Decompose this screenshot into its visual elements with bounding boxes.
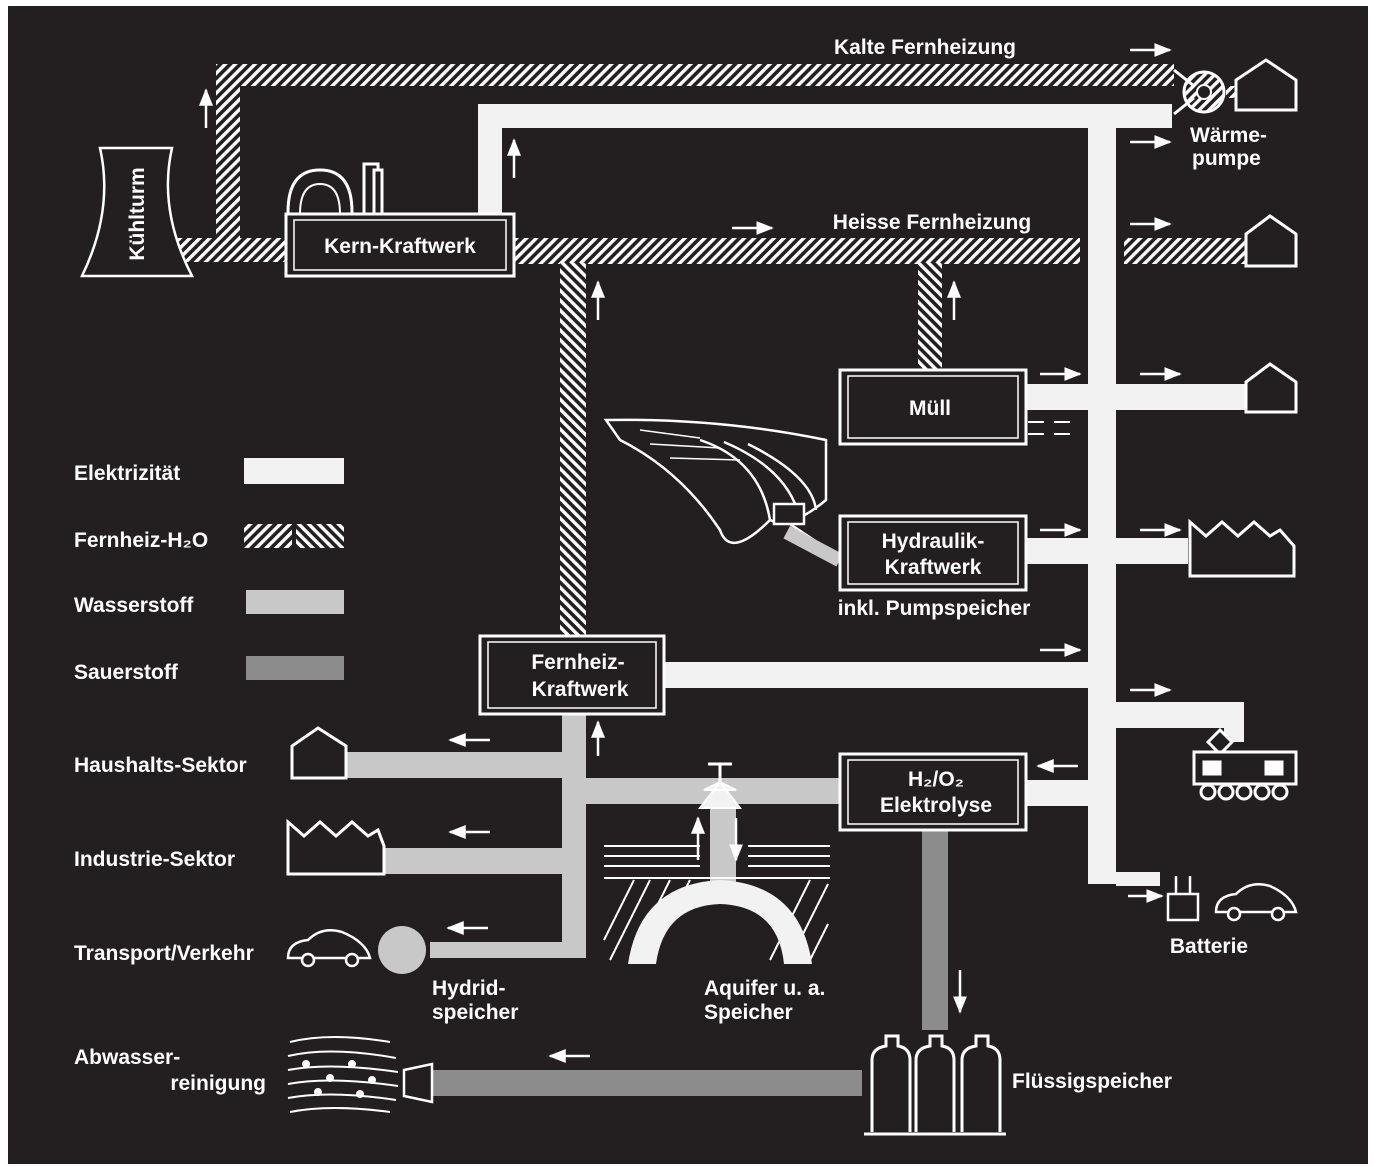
car-icon xyxy=(286,929,372,968)
cooling-tower-icon xyxy=(80,146,195,278)
waermepumpe-label-1: Wärme- xyxy=(1190,124,1267,147)
dark-panel xyxy=(8,6,1368,1164)
waermepumpe-label-2: pumpe xyxy=(1192,147,1261,170)
legend-swatch-wasserstoff xyxy=(246,590,344,614)
legend-label-fernheiz: Fernheiz-H₂O xyxy=(74,529,208,552)
legend-swatch-fernheiz xyxy=(244,524,292,548)
kern-kraftwerk-label: Kern-Kraftwerk xyxy=(324,235,476,258)
oxygen-lines xyxy=(432,826,948,1096)
hydraulik-label-2: Kraftwerk xyxy=(885,556,982,579)
house-icon xyxy=(1244,214,1298,268)
locomotive-icon xyxy=(1192,727,1298,801)
transport-label: Transport/Verkehr xyxy=(74,942,254,965)
legend-label-wasserstoff: Wasserstoff xyxy=(74,594,194,617)
aquifer-icon xyxy=(603,762,830,964)
fernheiz-pipes xyxy=(176,64,1248,636)
muell-box xyxy=(838,368,1028,446)
heisse-fernheizung-label: Heisse Fernheizung xyxy=(833,211,1031,234)
kern-kraftwerk-box xyxy=(284,212,516,278)
aquifer-label-2: Speicher xyxy=(704,1001,793,1024)
fernheiz-kraftwerk-box xyxy=(478,634,666,716)
abwasser-label-2: reinigung xyxy=(170,1072,266,1095)
electricity-lines xyxy=(478,104,1246,886)
legend-swatch-elektrizitaet xyxy=(244,458,344,484)
house-icon xyxy=(1234,58,1298,112)
hydraulik-note: inkl. Pumpspeicher xyxy=(838,597,1031,620)
heisse-fernheizung-pipe xyxy=(515,238,1080,264)
hydride-sphere-icon xyxy=(378,926,426,974)
elektrolyse-label-1: H₂/O₂ xyxy=(908,768,964,791)
elektrolyse-label-2: Elektrolyse xyxy=(880,794,992,817)
dam-icon xyxy=(603,418,839,558)
house-icon xyxy=(290,726,348,780)
fluessigspeicher-label: Flüssigspeicher xyxy=(1012,1070,1172,1093)
muell-label: Müll xyxy=(909,397,951,420)
kalte-fernheizung-label: Kalte Fernheizung xyxy=(834,36,1016,59)
wastewater-icon xyxy=(287,1036,434,1113)
industrie-label: Industrie-Sektor xyxy=(74,848,235,871)
hydraulik-box xyxy=(838,514,1028,592)
haushalt-label: Haushalts-Sektor xyxy=(74,754,247,777)
gas-bottles-icon xyxy=(864,1034,1006,1136)
legend: Elektrizität Fernheiz-H₂O Wasserstoff Sa… xyxy=(74,458,344,684)
heat-pump-icon xyxy=(1173,68,1226,116)
battery-icon xyxy=(1166,876,1200,922)
factory-icon xyxy=(286,818,386,876)
house-icon xyxy=(1244,362,1298,414)
hydrid-label-1: Hydrid- xyxy=(432,977,506,1000)
hydrid-label-2: speicher xyxy=(432,1001,518,1024)
aquifer-label-1: Aquifer u. a. xyxy=(704,977,825,1000)
fernheiz-kraftwerk-label-2: Kraftwerk xyxy=(532,678,629,701)
legend-label-elektrizitaet: Elektrizität xyxy=(74,462,180,485)
hydraulik-label-1: Hydraulik- xyxy=(882,530,985,553)
legend-label-sauerstoff: Sauerstoff xyxy=(74,661,179,684)
kuehlturm-label: Kühlturm xyxy=(126,167,149,260)
car-icon xyxy=(1214,883,1298,922)
factory-icon xyxy=(1188,518,1296,578)
flow-arrows xyxy=(199,43,1182,1063)
fernheiz-kraftwerk-label-1: Fernheiz- xyxy=(531,651,624,674)
legend-swatch-sauerstoff xyxy=(246,656,344,680)
elektrolyse-box xyxy=(838,752,1028,832)
batterie-label: Batterie xyxy=(1170,935,1248,958)
abwasser-label-1: Abwasser- xyxy=(74,1046,180,1069)
kalte-fernheizung-pipe xyxy=(216,64,1174,86)
